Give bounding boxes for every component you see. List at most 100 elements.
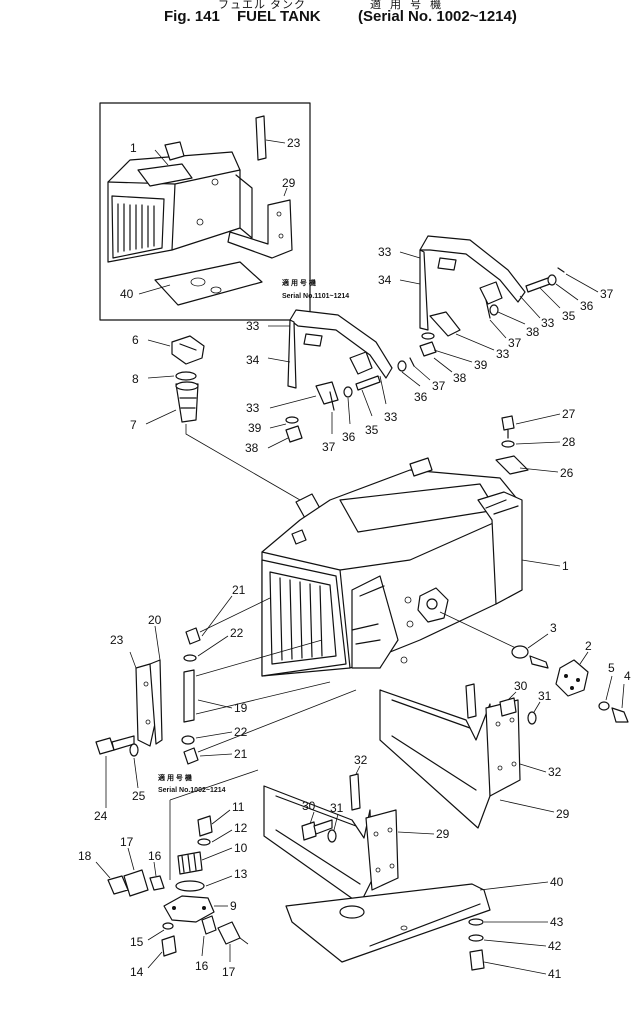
figure-title: FUEL TANK — [237, 8, 321, 25]
note-serial-1101: Serial No.1101~1214 — [282, 293, 349, 300]
callout-38-right-top: 38 — [526, 325, 540, 339]
inset-bracket-23 — [255, 115, 267, 161]
callout-10: 10 — [234, 841, 248, 855]
inset-plate-40 — [154, 261, 263, 306]
callout-39-right: 39 — [474, 358, 488, 372]
callout-29-right: 29 — [556, 807, 570, 821]
callout-40-bottom: 40 — [550, 875, 564, 889]
bottom-cover-plate: 40 43 42 41 — [285, 875, 564, 981]
callout-33-right-top: 33 — [378, 245, 392, 259]
callout-3: 3 — [550, 621, 557, 635]
callout-8: 8 — [132, 372, 139, 386]
callout-37-right-top: 37 — [600, 287, 614, 301]
callout-21-top: 21 — [232, 583, 246, 597]
callout-11: 11 — [232, 800, 245, 814]
callout-37-right-mid: 37 — [508, 336, 522, 350]
callout-6: 6 — [132, 333, 139, 347]
callout-16-bottom: 16 — [195, 959, 209, 973]
callout-9: 9 — [230, 899, 237, 913]
drain-valve-group: 適 用 号 機 Serial No.1002~1214 11 12 — [78, 769, 259, 979]
callout-37-left: 37 — [322, 440, 336, 454]
callout-30-right: 30 — [514, 679, 528, 693]
callout-23-bracket: 23 — [110, 633, 124, 647]
callout-40-inset: 40 — [120, 287, 134, 301]
callout-35-left: 35 — [365, 423, 379, 437]
note-serial-1002: Serial No.1002~1214 — [158, 787, 226, 794]
figure-number: Fig. 141 — [164, 8, 220, 25]
callout-34-left: 34 — [246, 353, 260, 367]
callout-18: 18 — [78, 849, 92, 863]
callout-4: 4 — [624, 669, 631, 683]
inset-frame — [99, 102, 311, 321]
callout-23-inset: 23 — [287, 136, 301, 150]
callout-20: 20 — [148, 613, 162, 627]
callout-33-left-top: 33 — [246, 319, 260, 333]
callout-24: 24 — [94, 809, 108, 823]
callout-33-left-mid: 33 — [384, 410, 398, 424]
strap-assembly-left: 33 34 33 39 38 37 36 35 33 36 37 — [245, 309, 446, 455]
callout-27: 27 — [562, 407, 576, 421]
callout-1-main-tank: 1 — [562, 559, 569, 573]
callout-36-left-mid: 36 — [414, 390, 428, 404]
bracket-26-group: 27 28 26 — [495, 407, 576, 480]
callout-33-right-mid: 33 — [541, 316, 555, 330]
callout-36-right-top: 36 — [580, 299, 594, 313]
callout-2: 2 — [585, 639, 592, 653]
level-gauge-group: 3 2 5 4 — [439, 611, 631, 723]
callout-19: 19 — [234, 701, 248, 715]
callout-28: 28 — [562, 435, 576, 449]
callout-15: 15 — [130, 935, 144, 949]
callout-12: 12 — [234, 821, 248, 835]
callout-37-left-mid: 37 — [432, 379, 446, 393]
callout-42: 42 — [548, 939, 562, 953]
callout-1-inset: 1 — [130, 141, 137, 155]
callout-16-top: 16 — [148, 849, 162, 863]
inset-old-tank-view: 1 23 29 40 適 用 号 機 Serial No.1101~1214 — [99, 102, 349, 321]
callout-38-left: 38 — [245, 441, 259, 455]
callout-13: 13 — [234, 867, 248, 881]
bolt-24-group: 24 25 — [94, 735, 146, 823]
callout-31-left: 31 — [330, 801, 344, 815]
callout-34-right: 34 — [378, 273, 392, 287]
note-jp-1101: 適 用 号 機 — [282, 278, 316, 287]
callout-35-right-top: 35 — [562, 309, 576, 323]
serial-range: (Serial No. 1002~1214) — [358, 8, 517, 25]
callout-30-left: 30 — [302, 799, 316, 813]
callout-32-right: 32 — [548, 765, 562, 779]
callout-21-bottom: 21 — [234, 747, 248, 761]
callout-22-bottom: 22 — [234, 725, 248, 739]
callout-33-right-low: 33 — [496, 347, 510, 361]
callout-38-right-low: 38 — [453, 371, 467, 385]
level-tube-group: 21 22 20 23 19 22 21 — [110, 583, 357, 765]
support-bracket-right: 30 31 32 29 — [379, 679, 570, 829]
callout-14: 14 — [130, 965, 144, 979]
support-bracket-left: 30 31 32 29 — [263, 753, 450, 905]
callout-26: 26 — [560, 466, 574, 480]
callout-17-bottom: 17 — [222, 965, 236, 979]
callout-29-left: 29 — [436, 827, 450, 841]
callout-29-inset: 29 — [282, 176, 296, 190]
note-jp-1002: 適 用 号 機 — [158, 773, 192, 782]
japanese-title: フュエル タンク — [218, 0, 307, 11]
callout-17-top: 17 — [120, 835, 134, 849]
callout-39-left: 39 — [248, 421, 262, 435]
callout-7: 7 — [130, 418, 137, 432]
callout-33-left-low: 33 — [246, 401, 260, 415]
callout-22-top: 22 — [230, 626, 244, 640]
figure-header: フュエル タンク 適 用 号 機 Fig. 141 FUEL TANK (Ser… — [0, 0, 638, 34]
inset-tank-body — [107, 141, 253, 263]
main-fuel-tank: 1 — [261, 457, 569, 677]
inset-bracket-29 — [227, 199, 293, 259]
callout-43: 43 — [550, 915, 564, 929]
strap-assembly-right: 33 34 37 36 35 38 33 37 39 38 33 — [378, 235, 614, 385]
callout-41: 41 — [548, 967, 562, 981]
filler-cap-group: 6 8 7 — [130, 333, 323, 521]
callout-32-left: 32 — [354, 753, 368, 767]
callout-5: 5 — [608, 661, 615, 675]
applicability-japanese: 適 用 号 機 — [370, 0, 445, 11]
callout-25: 25 — [132, 789, 146, 803]
callout-31-right: 31 — [538, 689, 552, 703]
callout-36-left: 36 — [342, 430, 356, 444]
